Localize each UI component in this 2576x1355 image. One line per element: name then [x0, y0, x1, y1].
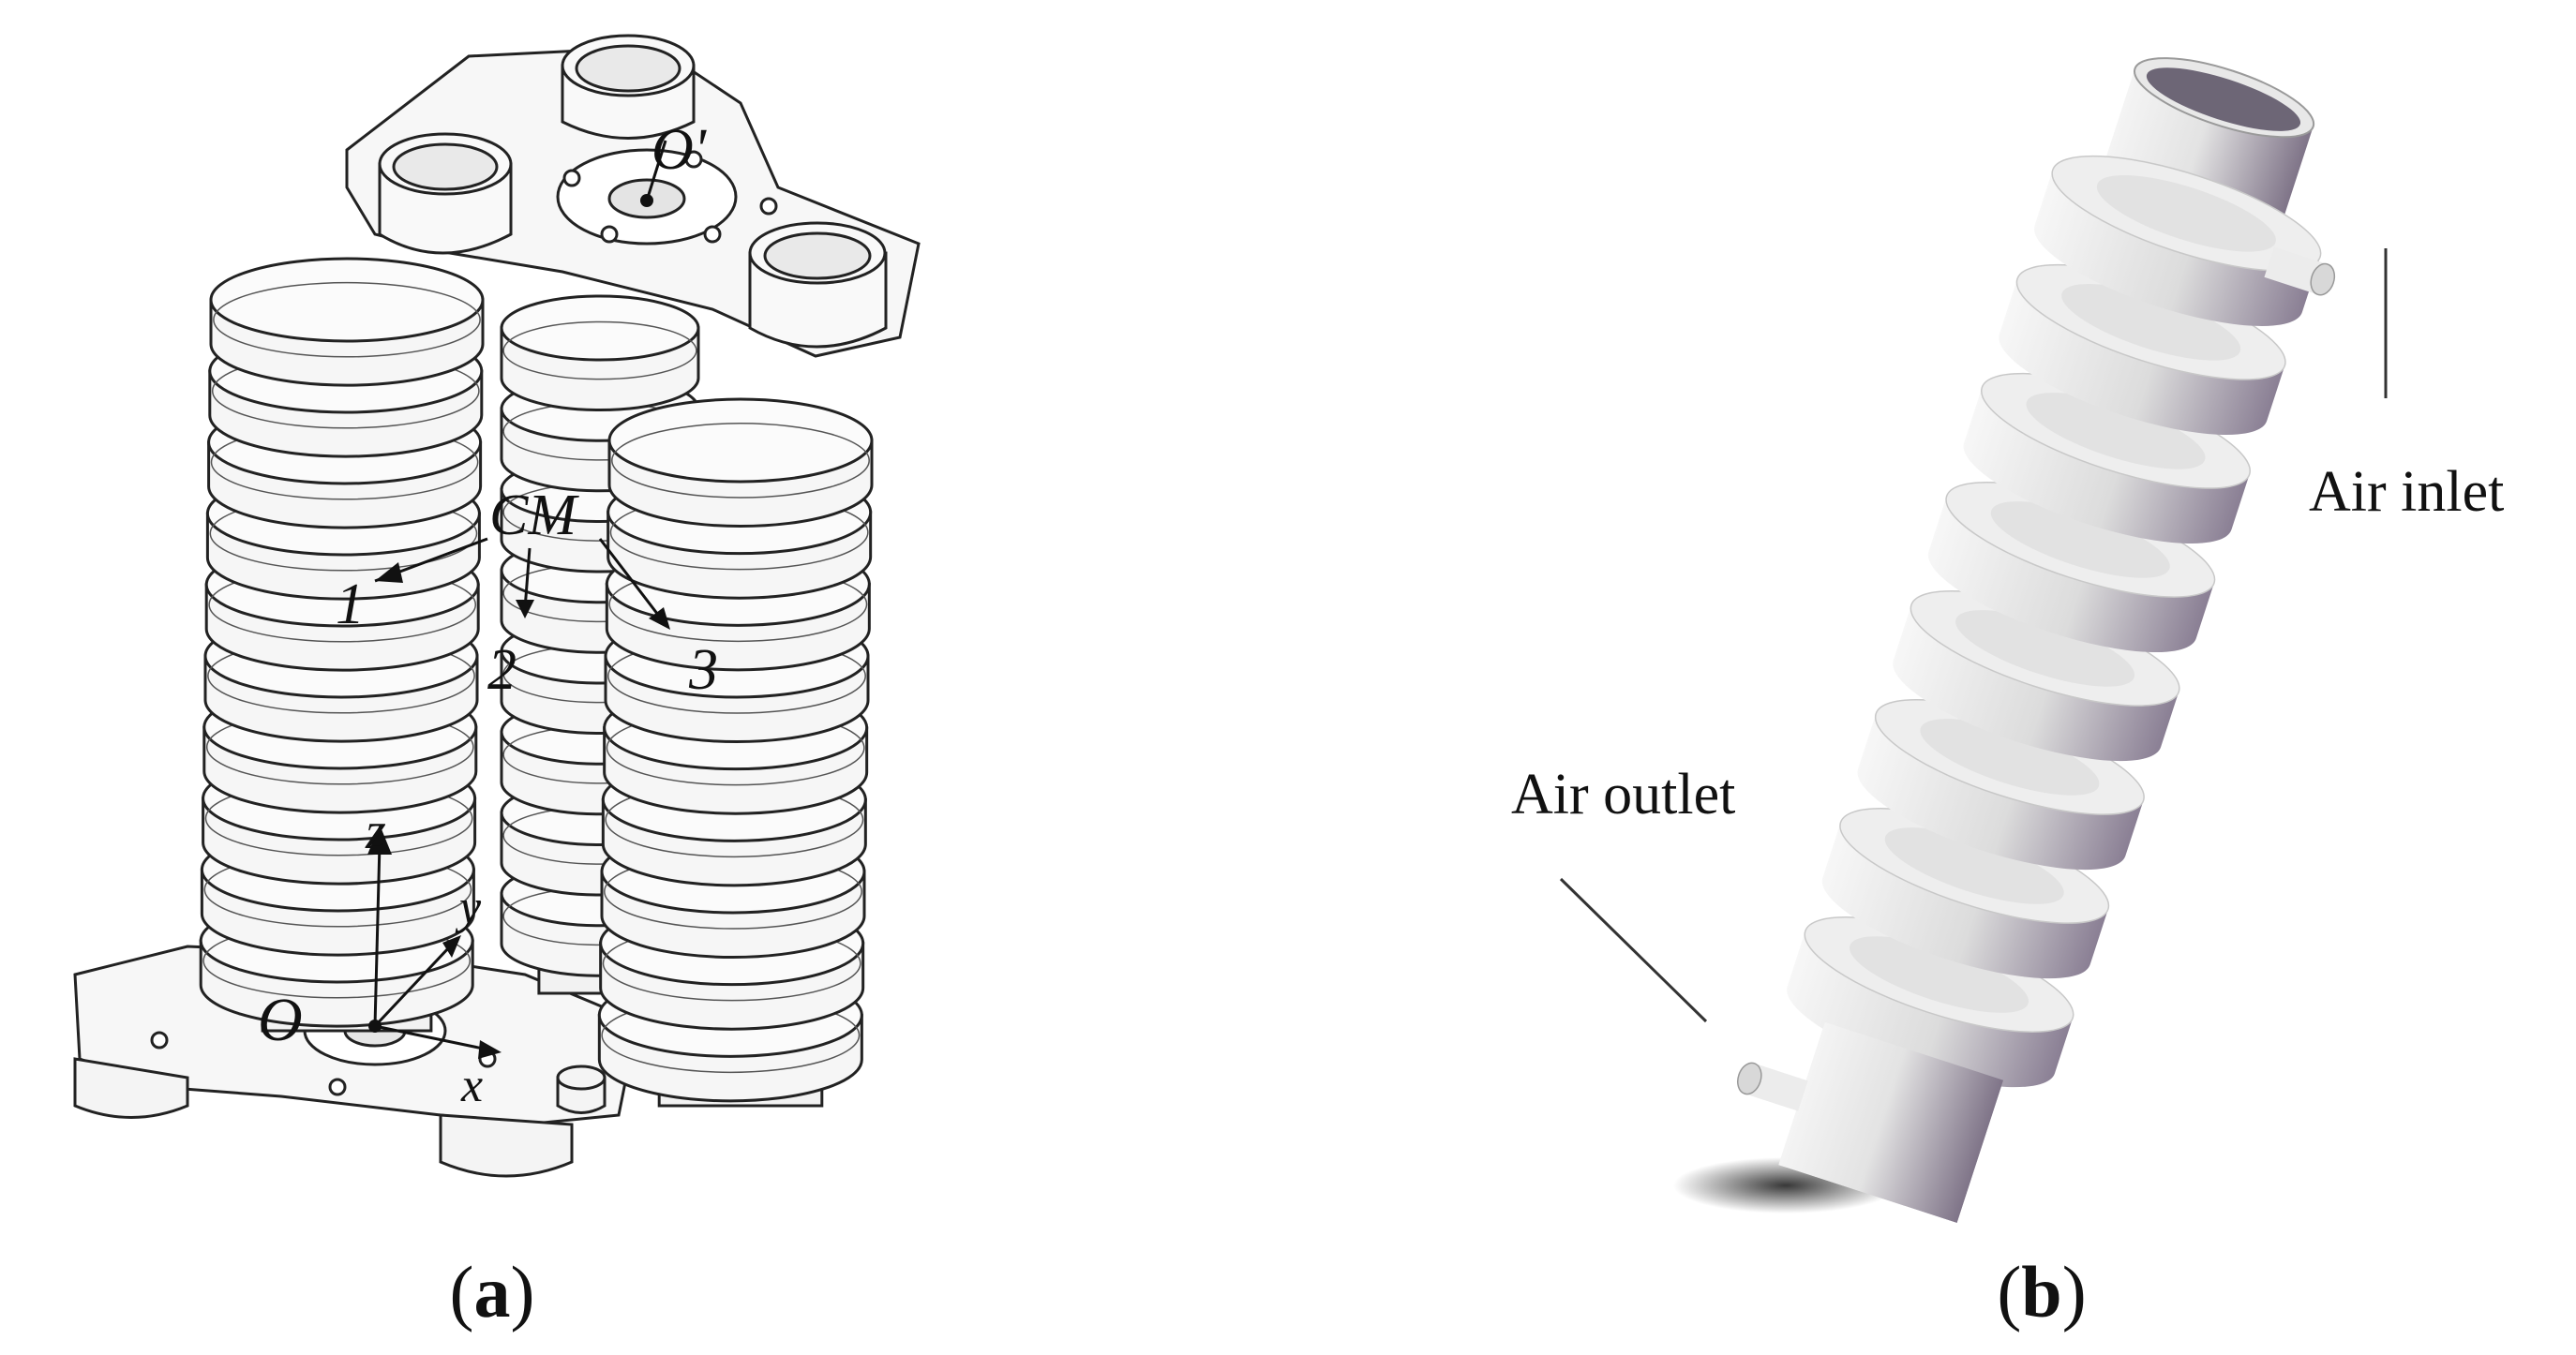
- annotation-arrows: [373, 140, 667, 1051]
- side-port-bottom: [556, 1065, 607, 1114]
- label-center-of-mass: CM: [489, 484, 579, 547]
- module-stacks: [199, 257, 874, 1108]
- annotation-arrowheads: [367, 194, 670, 1059]
- label-module-1: 1: [336, 573, 365, 636]
- module-ring: [209, 257, 485, 387]
- bottom-feet: [73, 1057, 574, 1178]
- cooling-disk: [2034, 155, 2322, 326]
- module-stack-right: [597, 397, 874, 1108]
- panel-a-labels: O' CM 1 2 3 z y x O: [258, 118, 718, 1112]
- label-module-2: 2: [487, 638, 517, 702]
- top-tube-left: [378, 132, 513, 255]
- label-air-inlet: Air inlet: [2309, 460, 2504, 524]
- label-axis-z: z: [365, 802, 386, 860]
- module-ring: [607, 397, 874, 529]
- cooling-disk: [1787, 916, 2074, 1088]
- panel-a-line-drawing: O' CM 1 2 3 z y x O (a): [73, 34, 921, 1333]
- cooling-disk: [1857, 699, 2145, 871]
- top-opening: [2146, 67, 2301, 131]
- cooling-disk: [1893, 589, 2180, 762]
- top-tube-right: [748, 221, 888, 349]
- air-inlet-port: [2264, 246, 2336, 296]
- panel-b-rendering: Air inlet Air outlet (b): [1511, 57, 2504, 1333]
- top-tube-back: [561, 34, 696, 140]
- panel-b-caption-label: (b): [1997, 1251, 2086, 1333]
- label-axis-x: x: [460, 1059, 483, 1112]
- top-tubes: [378, 34, 888, 349]
- cooling-disks: [1787, 155, 2322, 1088]
- module-ring: [500, 294, 700, 411]
- cooling-disk: [1821, 808, 2110, 979]
- label-air-outlet: Air outlet: [1511, 763, 1735, 826]
- label-top-origin: O': [651, 118, 708, 182]
- cooling-disk: [1927, 481, 2216, 653]
- heat-exchanger-module: [1737, 57, 2336, 1223]
- label-axis-y: y: [455, 881, 482, 934]
- air-outlet-leader: [1559, 877, 1708, 1023]
- label-module-3: 3: [688, 638, 718, 702]
- label-origin: O: [258, 986, 303, 1054]
- cooling-disk: [1999, 263, 2286, 435]
- bottom-sleeve: [1778, 1021, 2004, 1223]
- panel-a-caption-label: (a): [450, 1251, 535, 1333]
- air-outlet-port: [1737, 1062, 1808, 1111]
- module-stack-left: [199, 257, 485, 1033]
